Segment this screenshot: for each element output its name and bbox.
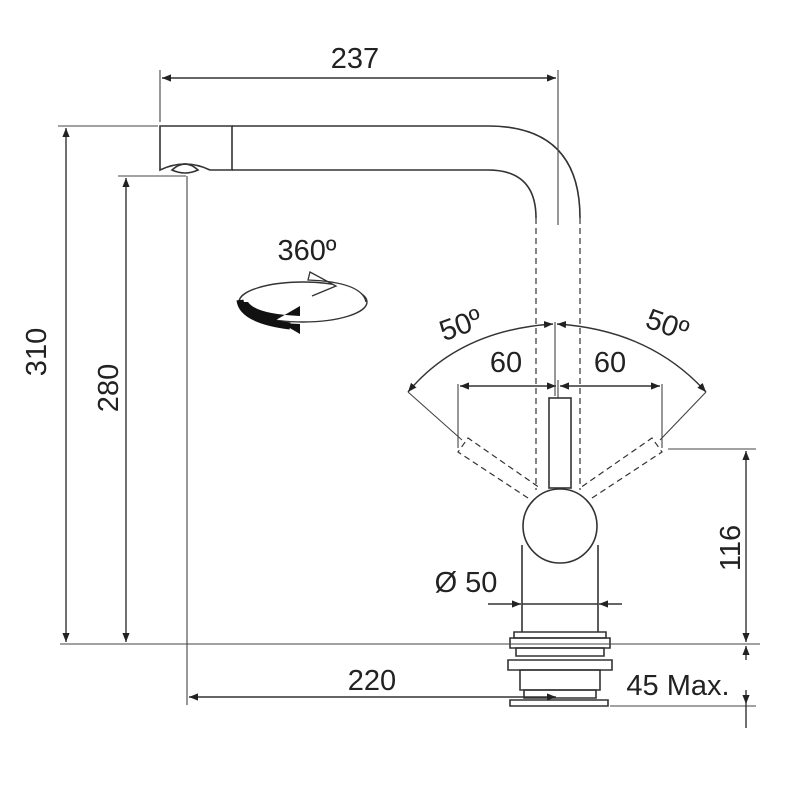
dim-237: 237 — [159, 43, 559, 225]
base-ring-1 — [513, 631, 607, 639]
dim-280-label: 280 — [93, 364, 125, 412]
rotation-arrow-icon — [236, 271, 368, 334]
spout-arm-top — [232, 125, 581, 219]
mount-shank — [519, 669, 601, 691]
lever-right-dashed — [579, 437, 663, 499]
dim-116-label: 116 — [715, 525, 747, 571]
rotation-label: 360º — [278, 235, 337, 267]
rotation-symbol: 360º — [236, 235, 368, 334]
dim-45max: 45 Max. — [610, 646, 756, 728]
lever-upright — [548, 397, 572, 489]
dim-220-label: 220 — [348, 665, 396, 697]
dim-angle-left-label: 50º — [435, 303, 487, 348]
spout-head — [159, 125, 233, 172]
dim-60-left-label: 60 — [490, 347, 522, 379]
dim-310-label: 310 — [21, 328, 53, 376]
base-ring-2 — [509, 637, 611, 649]
mount-nut — [507, 659, 613, 671]
dim-60-right-label: 60 — [594, 347, 626, 379]
dim-diameter-label: Ø 50 — [435, 567, 498, 599]
dim-220: 220 — [186, 176, 556, 705]
lever-hub — [522, 488, 598, 564]
dim-310: 310 — [21, 125, 158, 642]
mount-plate — [509, 699, 609, 707]
spout-arm-bottom — [232, 169, 537, 219]
dim-45max-label: 45 Max. — [626, 670, 729, 702]
dim-116: 116 — [668, 448, 756, 642]
base-ring-3 — [515, 647, 605, 657]
dim-lever-angles: 50º 50º — [407, 303, 707, 441]
faucet-body — [159, 125, 663, 707]
dim-diameter: Ø 50 — [435, 567, 622, 608]
dim-angle-right-label: 50º — [641, 303, 693, 348]
dim-280: 280 — [93, 175, 186, 642]
aerator — [170, 163, 200, 174]
lever-left-dashed — [457, 437, 541, 499]
dim-237-label: 237 — [331, 43, 379, 75]
